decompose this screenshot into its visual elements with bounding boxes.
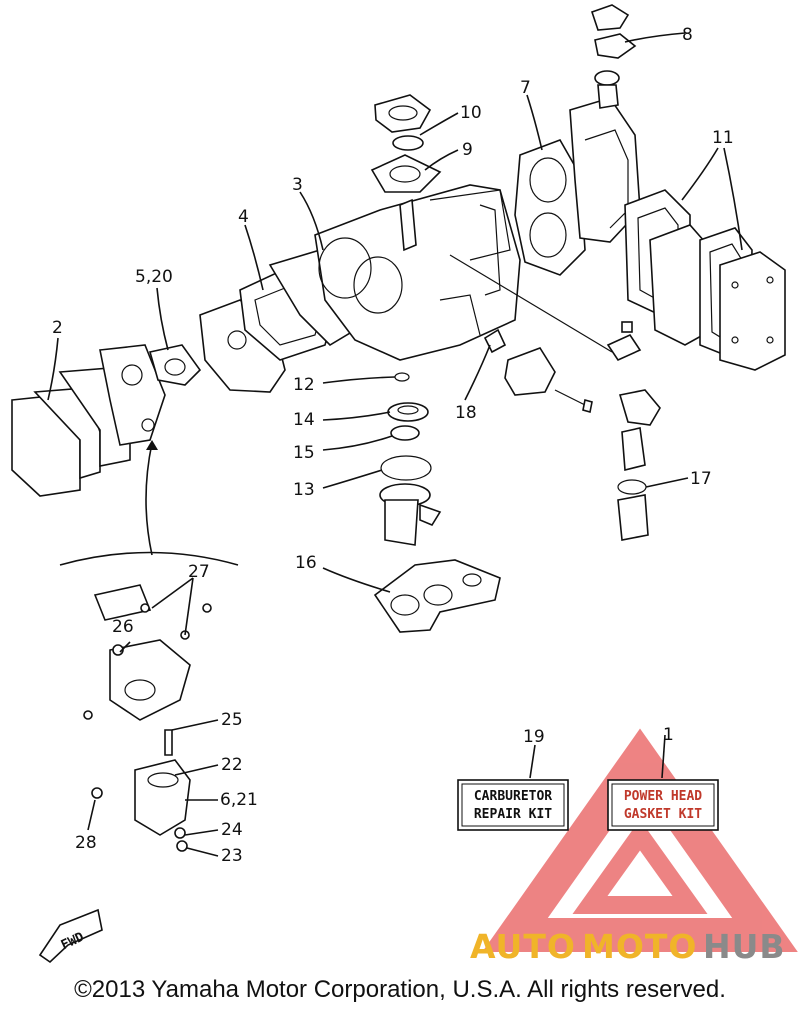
part-13-o-ring [380,455,432,481]
part-12-clip [394,372,410,382]
label-part-28: 28 [75,833,97,853]
label-part-22: 22 [221,755,243,775]
part-2-silencer [11,344,166,497]
part-17-filter [606,321,661,541]
label-part-10: 10 [460,103,482,123]
carburetor-repair-kit-box: CARBURETOR REPAIR KIT [457,779,569,831]
label-part-14: 14 [293,410,315,430]
part-number-labels: 1 2 3 4 5,20 6,21 7 8 9 10 11 12 13 14 1… [52,25,734,866]
powerhead-kit-line2: GASKET KIT [624,807,702,822]
label-part-19: 19 [523,727,545,747]
label-part-23: 23 [221,846,243,866]
label-part-24: 24 [221,820,243,840]
carburetor-kit-line1: CARBURETOR [474,789,552,804]
copyright-notice: ©2013 Yamaha Motor Corporation, U.S.A. A… [74,976,726,1003]
part-16-base-gasket [373,559,501,633]
label-part-3: 3 [292,175,303,195]
part-5-20-gasket [148,344,202,386]
watermark-moto: MOTO [582,927,697,966]
label-part-27: 27 [188,562,210,582]
label-part-26: 26 [112,617,134,637]
label-part-18: 18 [455,403,477,423]
label-part-6-21: 6,21 [220,790,258,810]
part-15-bearing [390,425,420,441]
carburetor-detail [59,440,239,852]
part-14-seal [387,402,429,422]
label-part-25: 25 [221,710,243,730]
watermark-text: AUTO MOTO HUB [470,927,786,966]
powerhead-kit-line1: POWER HEAD [624,789,702,804]
label-part-12: 12 [293,375,315,395]
part-10-cap [374,94,432,151]
part-8-cover [590,4,637,109]
label-part-4: 4 [238,207,249,227]
watermark-hub: HUB [703,927,786,966]
part-9-gasket [370,154,442,193]
fwd-direction-arrow: FWD [38,908,103,964]
label-part-17: 17 [690,469,712,489]
carburetor-kit-line2: REPAIR KIT [474,807,552,822]
part-18-fuel-pump [483,328,593,414]
part-shaft-housing [379,483,442,546]
label-part-15: 15 [293,443,315,463]
label-part-2: 2 [52,318,63,338]
part-11-exhaust-cover [624,189,786,371]
label-part-11: 11 [712,128,734,148]
part-3-cylinder-block [314,184,521,361]
label-part-7: 7 [520,78,531,98]
leader-lines [47,32,743,857]
part-7-cylinder-head [514,97,641,276]
label-part-1: 1 [663,725,674,745]
label-part-8: 8 [682,25,693,45]
label-part-13: 13 [293,480,315,500]
part-4-cover [199,249,361,393]
label-part-9: 9 [462,140,473,160]
watermark-logo [482,728,798,952]
watermark-auto: AUTO [470,927,576,966]
label-part-5-20: 5,20 [135,267,173,287]
label-part-16: 16 [295,553,317,573]
power-head-gasket-kit-box: POWER HEAD GASKET KIT [607,779,719,831]
